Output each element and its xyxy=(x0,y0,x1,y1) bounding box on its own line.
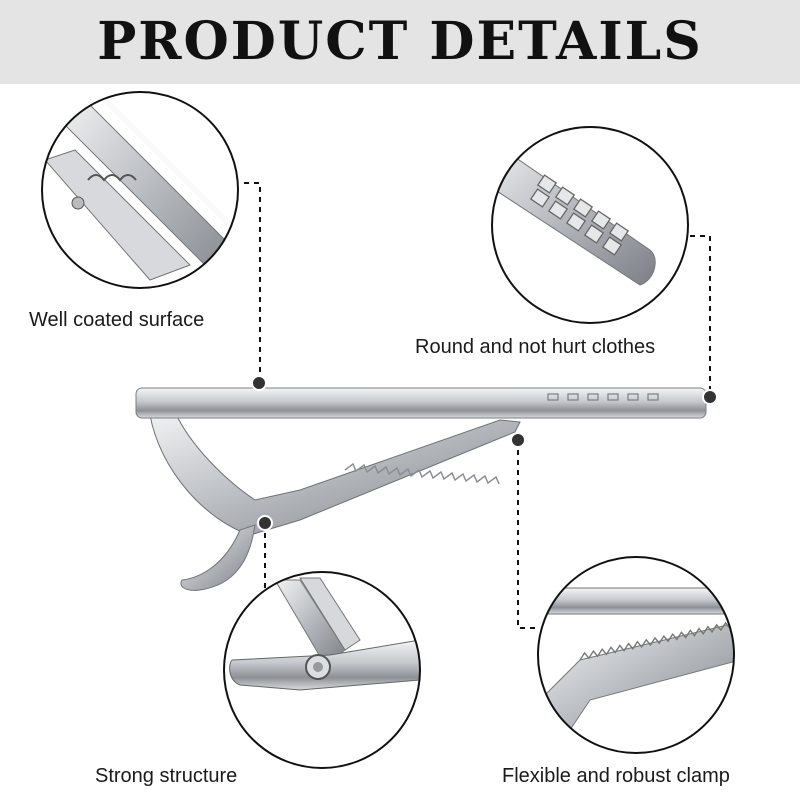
detail-circle-clamp-teeth xyxy=(537,556,735,754)
tie-clip-product-image xyxy=(135,387,707,591)
detail-circle-hinge xyxy=(223,571,421,769)
caption-round-not-hurt-clothes: Round and not hurt clothes xyxy=(415,336,656,358)
detail-circle-surface xyxy=(41,91,239,289)
caption-well-coated-surface: Well coated surface xyxy=(29,309,205,331)
callout-dots xyxy=(251,375,718,531)
title-banner: PRODUCT DETAILS xyxy=(0,0,800,84)
caption-flexible-robust-clamp: Flexible and robust clamp xyxy=(502,765,730,787)
page-title: PRODUCT DETAILS xyxy=(97,11,703,72)
detail-circle-end-grid xyxy=(491,126,689,324)
caption-strong-structure: Strong structure xyxy=(95,765,238,787)
